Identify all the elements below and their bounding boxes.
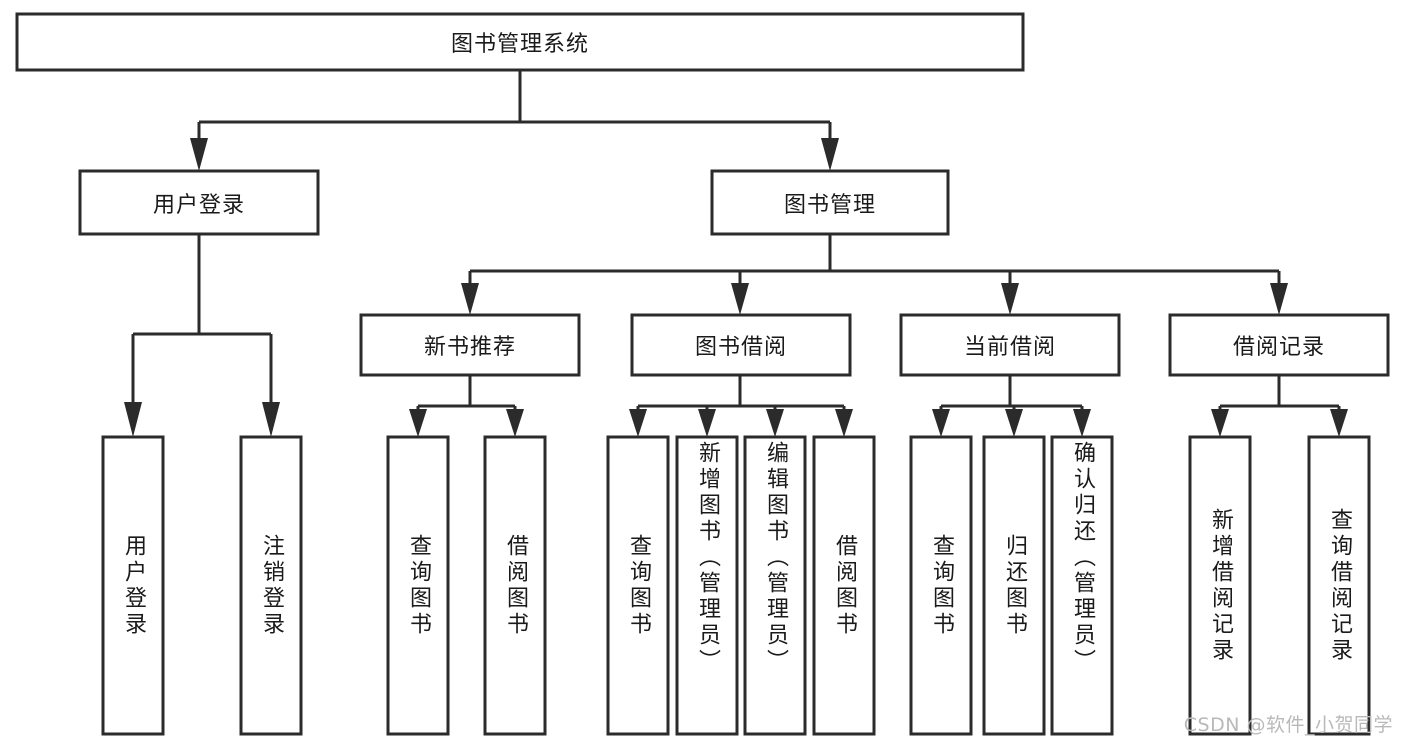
connector-layer — [124, 70, 1348, 437]
node-leaf-query-borrow-record-box[interactable] — [1307, 435, 1371, 736]
node-leaf-user-login-box[interactable] — [101, 435, 165, 736]
arrow-head-book-manage — [821, 138, 839, 171]
arrow-head-leaf-user-login — [124, 402, 142, 437]
node-leaf-user-logout-box[interactable] — [239, 435, 303, 736]
node-leaf-query-book-current-box[interactable] — [909, 435, 973, 736]
node-root-box[interactable] — [15, 12, 1025, 72]
arrow-head-leaf-query-book-current — [932, 409, 950, 437]
node-leaf-borrow-book-box[interactable] — [812, 435, 876, 736]
arrow-head-leaf-query-book-borrow — [629, 409, 647, 437]
node-book-manage-box[interactable] — [710, 169, 950, 236]
arrow-head-leaf-query-book-recommend — [409, 409, 427, 437]
arrow-head-book-borrow — [731, 283, 749, 315]
arrow-head-borrow-record — [1270, 283, 1288, 315]
node-leaf-query-book-recommend-box[interactable] — [386, 435, 450, 736]
arrow-head-current-borrow — [1001, 283, 1019, 315]
arrow-head-leaf-user-logout — [262, 402, 280, 437]
node-user-login-box[interactable] — [78, 169, 320, 236]
node-leaf-return-book-box[interactable] — [982, 435, 1046, 736]
arrow-head-leaf-borrow-book-recommend — [506, 409, 524, 437]
node-leaf-add-book-admin-box[interactable] — [675, 435, 739, 736]
node-borrow-record-box[interactable] — [1168, 313, 1390, 377]
arrow-head-leaf-borrow-book — [835, 409, 853, 437]
csdn-watermark: CSDN @软件_小贺同学 — [1183, 714, 1393, 736]
node-leaf-edit-book-admin-box[interactable] — [743, 435, 807, 736]
node-leaf-query-book-borrow-box[interactable] — [606, 435, 670, 736]
arrow-head-new-book-recommend — [461, 283, 479, 315]
node-leaf-add-borrow-record-box[interactable] — [1188, 435, 1252, 736]
node-leaf-confirm-return-admin-box[interactable] — [1050, 435, 1114, 736]
arrow-head-leaf-return-book — [1005, 409, 1023, 437]
arrow-head-user-login — [190, 138, 208, 171]
node-current-borrow-box[interactable] — [899, 313, 1121, 377]
node-box-layer — [15, 12, 1390, 736]
arrow-head-leaf-edit-book-admin — [766, 409, 784, 437]
arrow-head-leaf-query-borrow-record — [1330, 409, 1348, 437]
node-book-borrow-box[interactable] — [630, 313, 852, 377]
node-leaf-borrow-book-recommend-box[interactable] — [483, 435, 547, 736]
arrow-head-leaf-add-borrow-record — [1211, 409, 1229, 437]
arrow-head-leaf-add-book-admin — [698, 409, 716, 437]
node-new-book-recommend-box[interactable] — [359, 313, 581, 377]
arrow-head-leaf-confirm-return-admin — [1073, 409, 1091, 437]
